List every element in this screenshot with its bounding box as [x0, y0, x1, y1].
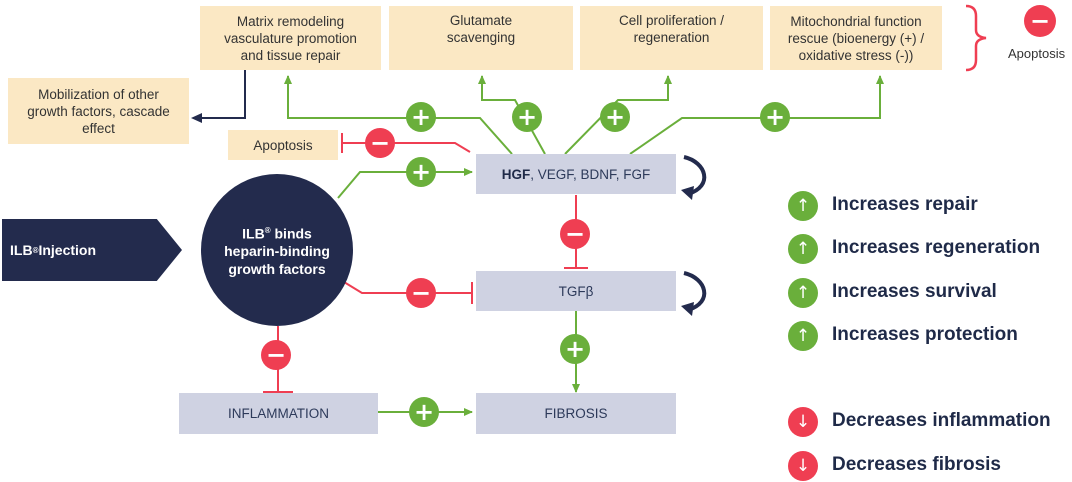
legend-increases-survival: Increases survival	[832, 281, 997, 302]
apoptosis-side-label: Apoptosis	[1008, 46, 1066, 61]
ilb-binding-circle: ILB® binds heparin-binding growth factor…	[201, 174, 353, 326]
up-arrow-icon: ↑	[788, 278, 818, 308]
legend-increases-regeneration: Increases regeneration	[832, 237, 1041, 258]
up-arrow-icon: ↑	[788, 321, 818, 351]
legend-increases-protection: Increases protection	[832, 324, 1018, 345]
up-arrow-icon: ↑	[788, 191, 818, 221]
fibrosis-node: FIBROSIS	[476, 393, 676, 434]
legend-decreases-fibrosis: Decreases fibrosis	[832, 454, 1001, 475]
legend-decreases-inflammation: Decreases inflammation	[832, 410, 1051, 431]
down-arrow-icon: ↓	[788, 407, 818, 437]
effect-apoptosis: Apoptosis	[228, 130, 338, 160]
plus-icon: +	[512, 102, 542, 132]
legend-increases-repair: Increases repair	[832, 194, 978, 215]
plus-icon: +	[760, 102, 790, 132]
up-arrow-icon: ↑	[788, 234, 818, 264]
minus-icon: −	[406, 278, 436, 308]
plus-icon: +	[409, 397, 439, 427]
plus-icon: +	[560, 334, 590, 364]
apoptosis-bracket	[965, 4, 987, 72]
effect-cell-proliferation: Cell proliferation /regeneration	[580, 6, 763, 70]
minus-icon: −	[365, 128, 395, 158]
apoptosis-minus-icon: −	[1024, 5, 1056, 37]
plus-icon: +	[406, 157, 436, 187]
plus-icon: +	[406, 102, 436, 132]
ilb-injection-arrow: ILB® Injection	[2, 219, 182, 281]
plus-icon: +	[600, 102, 630, 132]
tgf-beta-node: TGFβ	[476, 271, 676, 311]
down-arrow-icon: ↓	[788, 451, 818, 481]
minus-icon: −	[261, 340, 291, 370]
growth-factors-node: HGF, VEGF, BDNF, FGF	[476, 154, 676, 194]
minus-icon: −	[560, 219, 590, 249]
inflammation-node: INFLAMMATION	[179, 393, 378, 434]
